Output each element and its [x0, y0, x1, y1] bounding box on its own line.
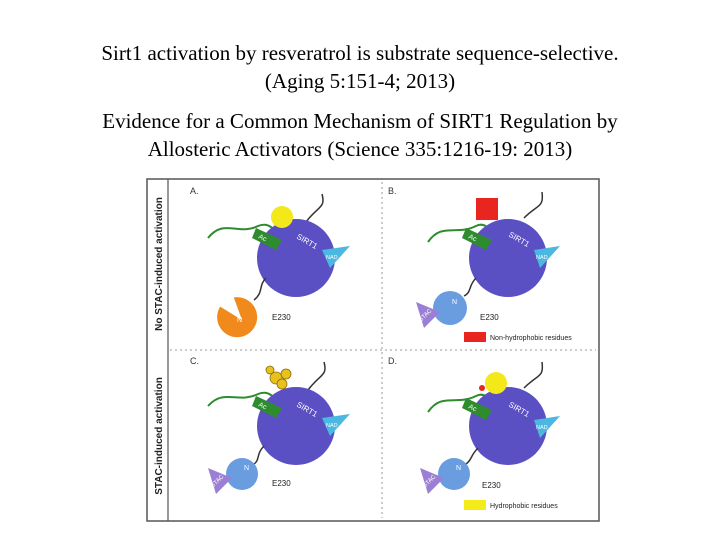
panel-b-nad-wedge [534, 246, 560, 268]
panel-a-linker [253, 277, 267, 301]
panel-c-acetyl-label: Ac [257, 401, 268, 411]
title-line-3: Evidence for a Common Mechanism of SIRT1… [102, 109, 618, 133]
panel-d-sirt1-domain [469, 387, 547, 465]
panel-b-linker [463, 277, 477, 297]
legend-label-non-hydrophobic: Non-hydrophobic residues [490, 335, 572, 342]
panel-b-nad-label: NAD [536, 255, 548, 261]
panel-d-acetyl-tag [462, 398, 492, 420]
panel-b-acetyl-label: Ac [467, 233, 478, 243]
panel-d-label: D. [388, 356, 397, 366]
title-line-4: Allosteric Activators (Science 335:1216-… [147, 137, 573, 161]
panel-c-acetyl-tag [252, 396, 282, 418]
panel-d-nad-label: NAD [536, 425, 548, 431]
panel-c-nad-wedge [322, 414, 350, 436]
panel-c-nad-label: NAD [326, 423, 338, 429]
panel-a-nad-label: NAD [326, 255, 338, 261]
panel-d-acetyl-label: Ac [467, 403, 478, 413]
panel-c-substrate-residue [265, 365, 292, 390]
panel-d-linker [465, 447, 479, 465]
panel-c: C. SIRT1 Ac NAD N STAC E230 [190, 356, 350, 494]
sirt1-mechanism-figure: No STAC-induced activation STAC-induced … [146, 178, 600, 522]
panel-c-c-terminal-tail [307, 361, 326, 391]
row-label-top: No STAC-induced activation [154, 197, 165, 331]
panel-c-n-domain [226, 458, 258, 490]
panel-c-linker [253, 445, 265, 465]
title-line-1: Sirt1 activation by resveratrol is subst… [101, 41, 619, 65]
panel-a-acetyl-label: Ac [257, 233, 268, 243]
legend-swatch-non-hydrophobic [464, 332, 486, 342]
panel-b-stac-triangle [416, 302, 440, 328]
panel-b-substrate-residue [476, 198, 498, 220]
panel-a-acetyl-tag [252, 228, 282, 250]
panel-a: A. SIRT1 Ac NAD N E230 [190, 186, 350, 338]
panel-b-n-label: N [452, 299, 457, 306]
panel-c-residue-label: E230 [272, 479, 291, 488]
panel-b-residue-label: E230 [480, 313, 499, 322]
panel-a-n-domain [217, 297, 258, 338]
legend-label-hydrophobic: Hydrophobic residues [490, 503, 558, 510]
panel-c-n-label: N [244, 465, 249, 472]
panel-a-substrate-residue [271, 206, 293, 228]
panel-d-stac-triangle [420, 468, 444, 494]
title-line-2: (Aging 5:151-4; 2013) [264, 69, 456, 93]
panel-d-residue-label: E230 [482, 481, 501, 490]
panel-b-n-domain [433, 291, 467, 325]
panel-c-stac-triangle [208, 468, 232, 494]
panel-b-acetyl-tag [462, 228, 492, 250]
panel-c-label: C. [190, 356, 199, 366]
panel-b: B. SIRT1 Ac NAD N STAC E230 Non-hydropho… [388, 186, 572, 342]
panel-d-residue-marker [479, 385, 485, 391]
panel-a-residue-label: E230 [272, 313, 291, 322]
panel-d-c-terminal-tail [523, 361, 544, 389]
panel-d-n-label: N [456, 465, 461, 472]
legend-swatch-hydrophobic [464, 500, 486, 510]
panel-a-nad-wedge [322, 246, 350, 268]
panel-a-sirt1-domain [257, 219, 335, 297]
panel-d-substrate-residue [485, 372, 507, 394]
panel-a-c-terminal-tail [305, 193, 324, 223]
panel-a-n-label: N [237, 317, 242, 324]
panel-d: D. SIRT1 Ac NAD N STAC E230 Hydrophobic … [388, 356, 560, 510]
panel-a-label: A. [190, 186, 199, 196]
panel-d-nad-wedge [534, 416, 560, 438]
panel-c-sirt1-domain [257, 387, 335, 465]
panel-b-label: B. [388, 186, 397, 196]
panel-b-c-terminal-tail [523, 191, 544, 219]
panel-d-n-domain [438, 458, 470, 490]
row-label-bottom: STAC-induced activation [154, 377, 165, 495]
